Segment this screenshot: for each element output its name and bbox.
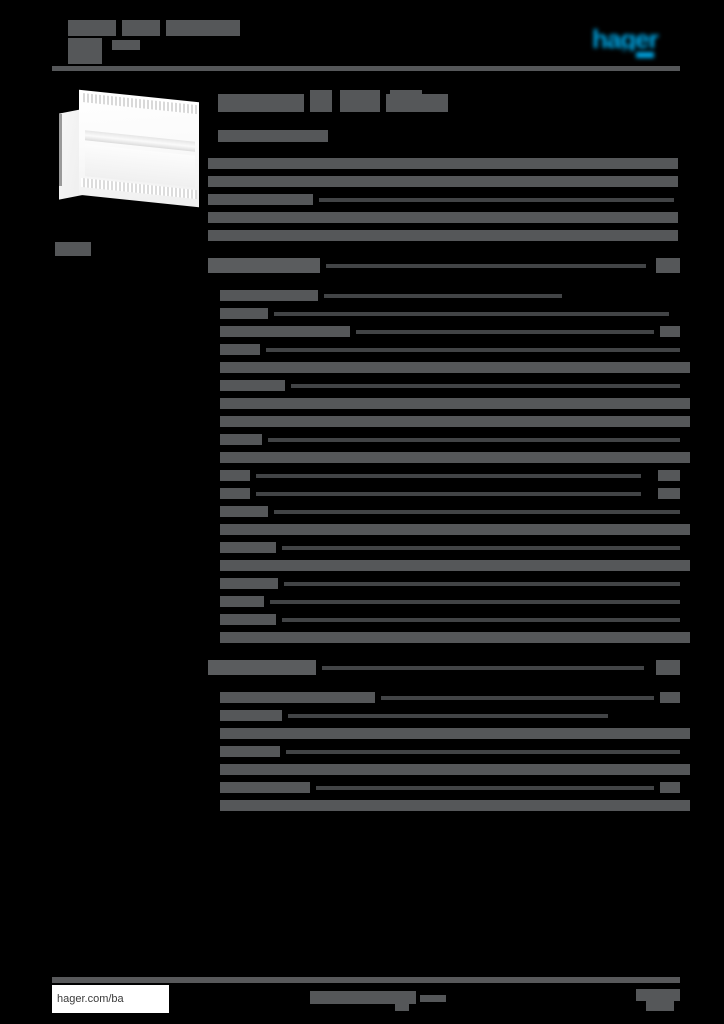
toc-label-redacted [220,344,260,355]
toc-label-redacted [220,488,250,499]
toc-label-redacted [220,470,250,481]
toc-label-redacted [220,692,375,703]
toc-leader-dots [282,546,680,550]
toc-label-redacted [220,746,280,757]
toc-leader-dots [324,294,562,298]
toc-leader-dots [291,384,680,388]
page-title-redacted-5 [390,90,422,100]
hager-logo-swoosh [636,52,654,58]
toc-leader-dots [274,312,669,316]
toc-label-redacted [220,416,690,427]
toc-label-redacted [220,308,268,319]
toc-label-redacted [220,326,350,337]
toc-page-number-redacted [660,782,680,793]
footer-center-redacted-2 [420,995,446,1002]
toc-leader-dots [256,474,641,478]
header-divider [52,66,680,71]
toc-label-redacted [208,212,678,223]
toc-label-redacted [220,524,690,535]
product-caption-redacted [55,242,91,256]
page-title-redacted-3 [340,90,380,112]
footer-center-redacted [310,991,416,1004]
toc-page-number-redacted [658,470,680,481]
toc-label-redacted [220,398,690,409]
toc-label-redacted [220,800,690,811]
toc-leader-dots [268,438,680,442]
toc-page-number-redacted [656,258,680,273]
toc-leader-dots [282,618,680,622]
toc-label-redacted [220,710,282,721]
toc-label-redacted [208,258,320,273]
toc-label-redacted [220,764,690,775]
footer-page-number-redacted-2 [646,1001,674,1011]
footer-divider [52,977,680,983]
toc-page-number-redacted [660,326,680,337]
enclosure-left-edge [59,114,62,186]
header-subtitle-redacted-2 [112,40,140,50]
toc-label-redacted [220,728,690,739]
toc-label-redacted [220,596,264,607]
footer-page-number-redacted [636,989,680,1001]
toc-leader-dots [316,786,654,790]
toc-leader-dots [286,750,680,754]
toc-leader-dots [256,492,641,496]
footer-url-link[interactable]: hager.com/ba [57,993,124,1005]
footer-center-redacted-3 [395,1003,409,1011]
toc-leader-dots [274,510,680,514]
toc-leader-dots [326,264,646,268]
header-subtitle-redacted [68,38,102,64]
hager-logo: hager [592,27,659,51]
toc-label-redacted [208,660,316,675]
toc-label-redacted [220,542,276,553]
header-title-redacted-3 [166,20,240,36]
toc-label-redacted [220,782,310,793]
page-subtitle-redacted [218,130,328,142]
toc-label-redacted [220,614,276,625]
toc-leader-dots [270,600,680,604]
toc-label-redacted [208,176,678,187]
toc-label-redacted [208,194,313,205]
toc-label-redacted [220,290,318,301]
toc-leader-dots [322,666,644,670]
toc-leader-dots [356,330,654,334]
toc-label-redacted [220,560,690,571]
toc-leader-dots [319,198,674,202]
toc-label-redacted [220,452,690,463]
page-title-redacted-2 [310,90,332,112]
toc-label-redacted [208,230,678,241]
toc-label-redacted [220,434,262,445]
toc-label-redacted [220,578,278,589]
toc-page-number-redacted [658,488,680,499]
toc-label-redacted [208,158,678,169]
header-title-redacted-2 [122,20,160,36]
toc-leader-dots [288,714,608,718]
toc-label-redacted [220,506,268,517]
toc-leader-dots [284,582,680,586]
toc-label-redacted [220,380,285,391]
header-title-redacted [68,20,116,36]
toc-page-number-redacted [660,692,680,703]
footer-url-box [52,985,169,1013]
toc-label-redacted [220,362,690,373]
toc-leader-dots [266,348,680,352]
toc-page-number-redacted [656,660,680,675]
toc-leader-dots [381,696,654,700]
toc-label-redacted [220,632,690,643]
product-image [55,89,203,210]
page-title-redacted [218,94,304,112]
